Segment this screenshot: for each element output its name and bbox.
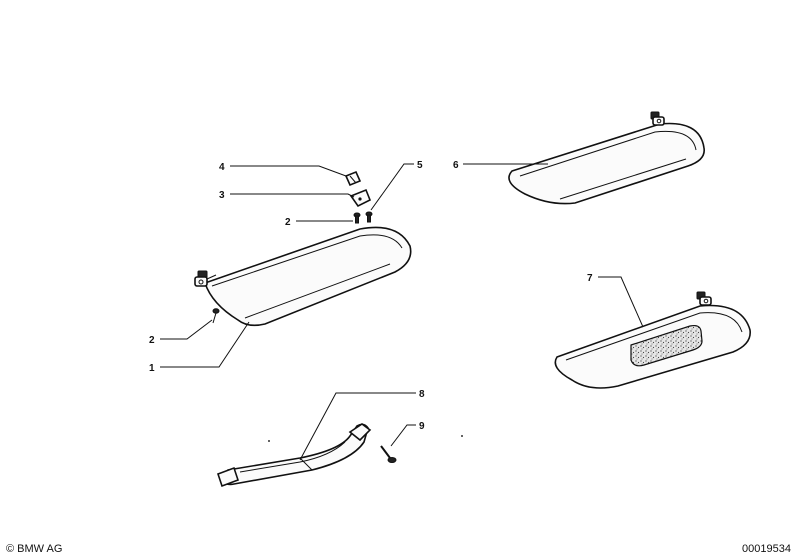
grab-handle [216, 423, 463, 488]
callout-labels: 1 2 2 3 4 5 6 7 8 9 [149, 160, 593, 432]
sun-visor-left [194, 226, 412, 327]
leader-3 [230, 193, 355, 198]
callout-7: 7 [587, 273, 593, 284]
visor-hinge [194, 270, 217, 287]
visor-hinge-7 [696, 291, 712, 306]
leader-lines [160, 163, 644, 461]
callout-5: 5 [417, 160, 423, 171]
leader-5 [370, 163, 414, 211]
callout-6: 6 [453, 160, 459, 171]
diagram-part-number: 00019534 [742, 543, 791, 555]
handle-screw [380, 445, 397, 463]
vanity-mirror [630, 324, 703, 367]
screw-right [365, 211, 373, 223]
screw-upper [353, 212, 361, 224]
callout-2-upper: 2 [285, 217, 291, 228]
callout-2-lower: 2 [149, 335, 155, 346]
leader-2-lower [160, 319, 213, 340]
leader-8 [299, 392, 416, 461]
leader-1 [160, 321, 250, 368]
callout-1: 1 [149, 363, 155, 374]
copyright-notice: © BMW AG [6, 543, 63, 555]
mounting-bracket [349, 188, 372, 208]
callout-8: 8 [419, 389, 425, 400]
screw-lower [212, 308, 220, 324]
leader-7 [598, 276, 644, 328]
leader-9 [390, 424, 416, 447]
sun-visor-right-upper [508, 111, 705, 205]
leader-4 [230, 165, 347, 177]
sun-visor-mirror [554, 291, 751, 389]
callout-4: 4 [219, 162, 225, 173]
callout-3: 3 [219, 190, 225, 201]
callout-9: 9 [419, 421, 425, 432]
visor-hinge-6 [650, 111, 665, 126]
retaining-clip [344, 170, 362, 187]
